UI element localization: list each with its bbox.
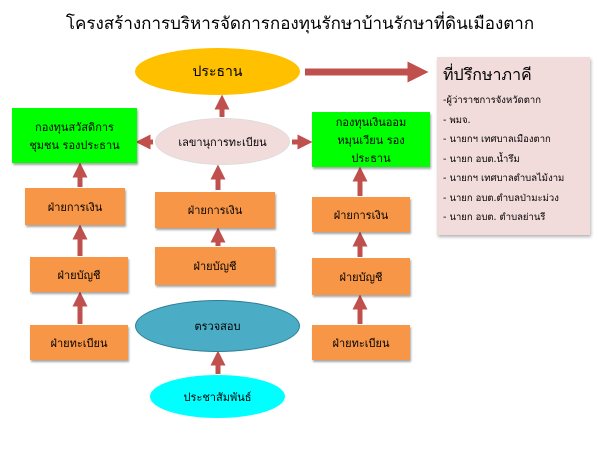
advisor-item: - นายก อบต.ตำบลป่ามะม่วง — [443, 192, 559, 204]
chart-title: โครงสร้างการบริหารจัดการกองทุนรักษาบ้านร… — [65, 14, 535, 34]
chair-node: ประธาน — [135, 48, 300, 95]
left-vice-chair: กองทุนสวัสดิการชุมชน รองประธาน — [12, 108, 137, 163]
right-finance: ฝ่ายการเงิน — [312, 197, 410, 232]
center-accounting: ฝ่ายบัญชี — [155, 247, 275, 285]
secretary-node: เลขานุการทะเบียน — [155, 118, 290, 165]
advisor-item: - พมจ. — [443, 114, 471, 126]
advisors-panel: ที่ปรึกษาภาคี -ผู้ว่าราชการจังหวัดตาก - … — [437, 57, 590, 235]
left-accounting: ฝ่ายบัญชี — [30, 257, 128, 292]
advisors-title: ที่ปรึกษาภาคี — [443, 65, 532, 84]
right-registration: ฝ่ายทะเบียน — [312, 325, 410, 360]
advisor-item: -ผู้ว่าราชการจังหวัดตาก — [443, 95, 541, 106]
audit-node: ตรวจสอบ — [135, 300, 300, 352]
right-vice-chair: กองทุนเงินออมหมุนเวียน รองประธาน — [312, 112, 430, 167]
advisor-item: - นายกฯ เทศบาลเมืองตาก — [443, 134, 551, 145]
right-accounting: ฝ่ายบัญชี — [312, 258, 410, 295]
advisor-item: - นายก อบต. ตำบลย่านรี — [443, 212, 546, 223]
left-registration: ฝ่ายทะเบียน — [30, 325, 128, 360]
advisor-item: - นายกฯ เทศบาลตำบลไม้งาม — [443, 173, 565, 184]
center-finance: ฝ่ายการเงิน — [155, 192, 275, 228]
left-finance: ฝ่ายการเงิน — [25, 188, 125, 225]
advisor-item: - นายก อบต.น้ำรึม — [443, 153, 520, 165]
pr-node: ประชาสัมพันธ์ — [150, 375, 285, 418]
